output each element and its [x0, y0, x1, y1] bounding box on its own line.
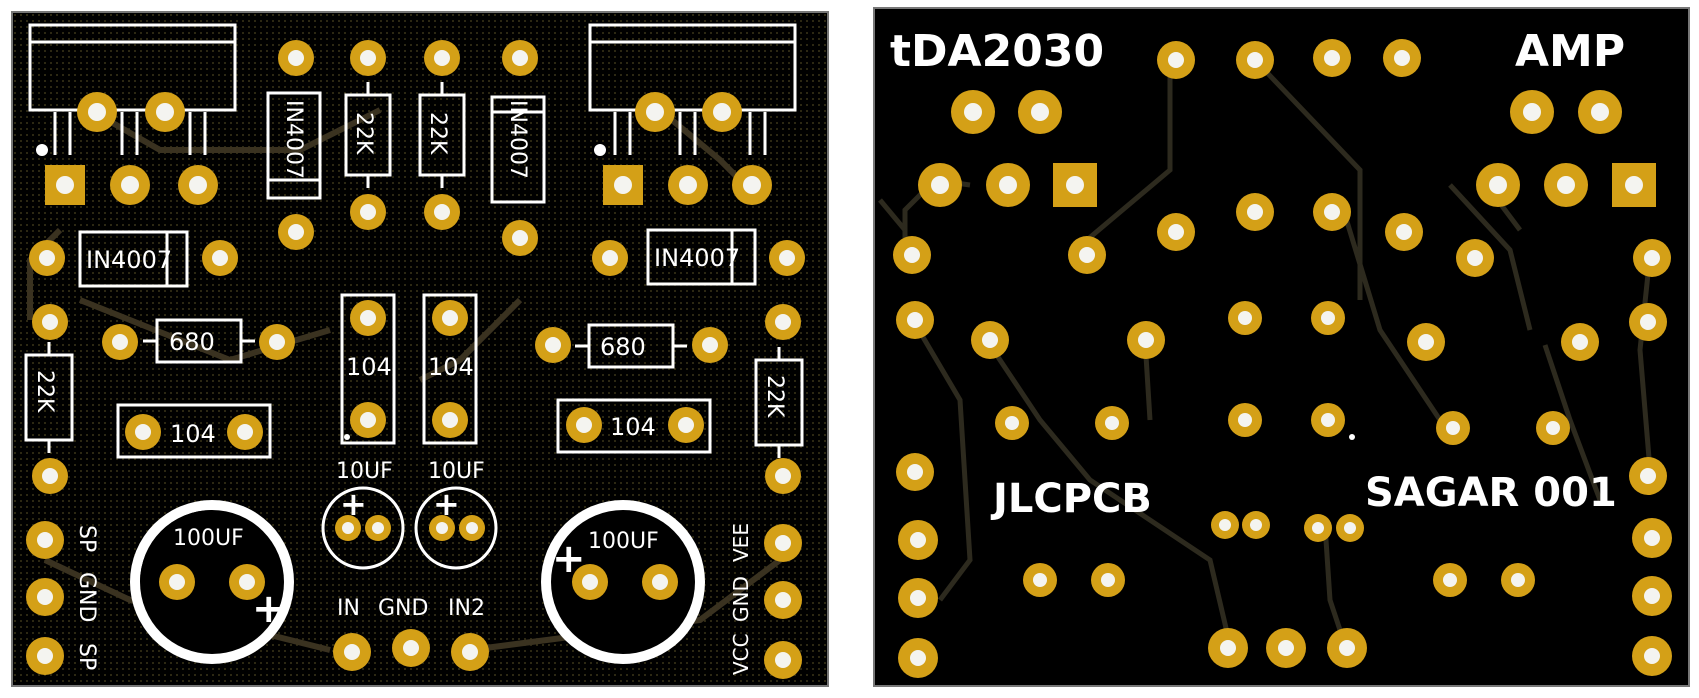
- label-in2: IN2: [448, 596, 485, 621]
- label-resistor: 680: [169, 328, 215, 356]
- pin1-dot: [36, 144, 48, 156]
- label-ecap: 10UF: [428, 459, 485, 484]
- label-ecap: 10UF: [336, 459, 393, 484]
- ecap-outline: [414, 486, 498, 570]
- label-pin-sp: SP: [74, 525, 99, 552]
- label-vee: VEE: [729, 523, 753, 562]
- tda2030-outline-right: [588, 23, 797, 155]
- label-pin-sp: SP: [74, 643, 99, 670]
- author-label: SAGAR 001: [1365, 470, 1617, 516]
- diode-outline: [266, 91, 322, 200]
- label-capacitor: 104: [610, 413, 656, 441]
- plus-mark: +: [552, 536, 586, 582]
- label-resistor: 22K: [32, 370, 57, 413]
- label-ecap: 100UF: [173, 526, 244, 551]
- pad-holes-back: [904, 50, 1660, 666]
- pad-holes-front: [37, 50, 795, 668]
- back-board: tDA2030 AMP JLCPCB SAGAR 001: [873, 7, 1690, 687]
- label-diode: IN4007: [86, 246, 172, 274]
- label-ecap: 100UF: [588, 529, 659, 554]
- label-vcc: VCC: [729, 633, 753, 675]
- diode-outline: [646, 228, 757, 286]
- board-subtitle: AMP: [1515, 26, 1625, 77]
- label-gnd: GND: [729, 576, 753, 622]
- plus-mark: +: [433, 485, 460, 523]
- capacitor-outline: [340, 293, 396, 445]
- label-resistor: 680: [600, 333, 646, 361]
- label-capacitor: 104: [346, 353, 392, 381]
- diode-outline: [490, 95, 546, 204]
- label-resistor: 22K: [351, 112, 376, 155]
- label-resistor: 22K: [425, 112, 450, 155]
- board-title: tDA2030: [890, 26, 1104, 77]
- label-in: IN: [337, 596, 360, 621]
- front-board: IN4007 22K 22K IN4007 IN4007 IN4007 680 …: [11, 11, 829, 687]
- plus-mark: +: [340, 485, 367, 523]
- capacitor-outline: [116, 403, 272, 459]
- label-diode: IN4007: [505, 100, 530, 179]
- capacitor-outline: [422, 293, 478, 445]
- capacitor-outline: [556, 398, 712, 454]
- label-pin-gnd: GND: [74, 572, 99, 622]
- diode-outline: [78, 230, 189, 288]
- plus-mark: +: [252, 586, 286, 632]
- ecap-outline: [321, 486, 405, 570]
- label-diode: IN4007: [654, 244, 740, 272]
- label-gnd: GND: [378, 596, 428, 621]
- label-capacitor: 104: [170, 420, 216, 448]
- label-diode: IN4007: [281, 100, 306, 179]
- label-resistor: 22K: [762, 375, 787, 418]
- pin1-dot: [594, 144, 606, 156]
- maker-label: JLCPCB: [990, 476, 1152, 522]
- label-capacitor: 104: [428, 353, 474, 381]
- tda2030-outline-left: [28, 23, 237, 155]
